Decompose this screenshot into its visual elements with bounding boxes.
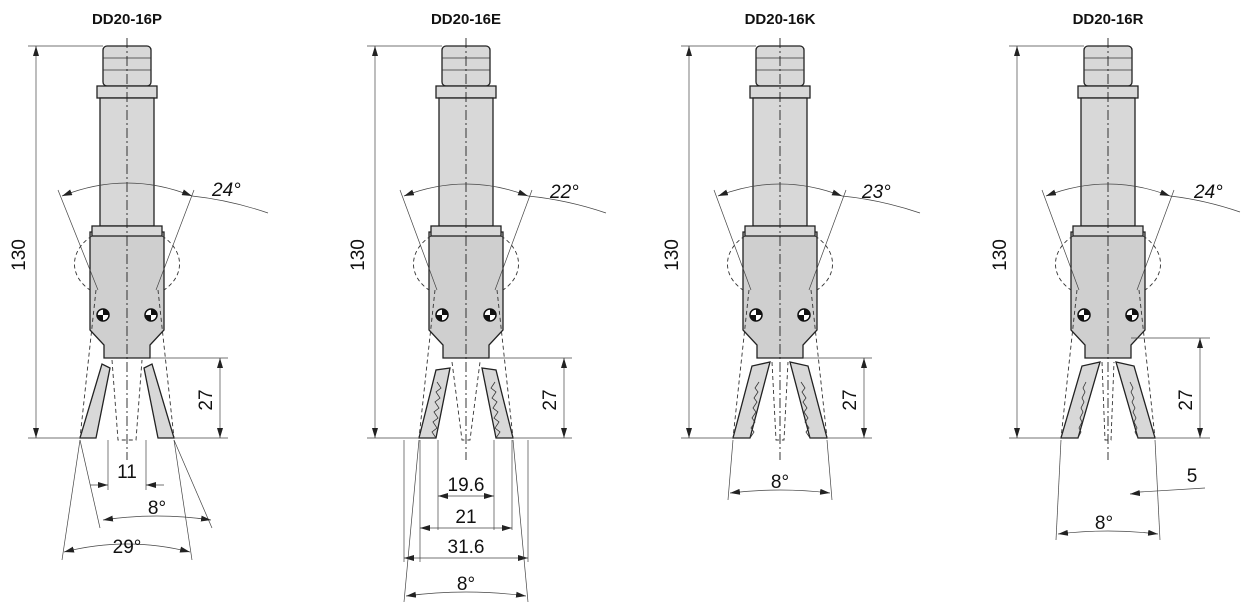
dimension-stroke: 27 bbox=[1131, 337, 1210, 439]
dimension-length: 130 bbox=[9, 45, 103, 439]
gripper-title: DD20-16P bbox=[92, 11, 162, 28]
svg-text:130: 130 bbox=[348, 239, 369, 271]
svg-text:27: 27 bbox=[540, 389, 561, 410]
svg-text:8°: 8° bbox=[1095, 513, 1113, 534]
dimension-stroke: 27 bbox=[150, 357, 228, 439]
gripper-dd20-16r: DD20-16R bbox=[990, 11, 1241, 541]
svg-text:29°: 29° bbox=[113, 537, 142, 558]
gripper-dd20-16e: DD20-16E bbox=[348, 11, 607, 603]
svg-text:21: 21 bbox=[455, 507, 476, 528]
gripper-jaws bbox=[1060, 289, 1156, 441]
svg-text:19.6: 19.6 bbox=[448, 475, 485, 496]
dimension-open-angle: 24° bbox=[57, 180, 269, 291]
svg-text:27: 27 bbox=[196, 389, 217, 410]
dimension-length: 130 bbox=[990, 45, 1084, 439]
svg-text:22°: 22° bbox=[549, 182, 579, 203]
svg-text:27: 27 bbox=[840, 389, 861, 410]
svg-text:130: 130 bbox=[9, 239, 30, 271]
dimension-stroke: 27 bbox=[803, 357, 872, 439]
svg-text:24°: 24° bbox=[211, 180, 241, 201]
svg-text:23°: 23° bbox=[861, 182, 891, 203]
dimension-stroke: 27 bbox=[489, 357, 572, 439]
svg-text:27: 27 bbox=[1176, 389, 1197, 410]
svg-text:11: 11 bbox=[117, 462, 137, 483]
dimension-open-angle: 22° bbox=[399, 182, 607, 291]
gripper-dd20-16p: DD20-16P bbox=[9, 11, 269, 561]
svg-text:31.6: 31.6 bbox=[448, 537, 485, 558]
gripper-jaws bbox=[732, 289, 828, 441]
dimension-bottom: 8° bbox=[727, 439, 833, 501]
gripper-jaws bbox=[79, 289, 175, 441]
svg-text:24°: 24° bbox=[1193, 182, 1223, 203]
dimension-bottom: 11 8° 29° bbox=[61, 439, 213, 561]
gripper-jaws bbox=[418, 289, 514, 441]
svg-text:8°: 8° bbox=[771, 472, 789, 493]
dimension-open-angle: 24° bbox=[1041, 182, 1241, 291]
gripper-dd20-16k: DD20-16K bbox=[662, 11, 921, 501]
svg-text:8°: 8° bbox=[457, 574, 475, 595]
svg-text:8°: 8° bbox=[148, 498, 166, 519]
dimension-bottom: 19.6 21 31.6 8° bbox=[403, 439, 529, 603]
dimension-length: 130 bbox=[348, 45, 442, 439]
gripper-title: DD20-16K bbox=[745, 11, 816, 28]
svg-text:130: 130 bbox=[990, 239, 1011, 271]
svg-text:130: 130 bbox=[662, 239, 683, 271]
dimension-open-angle: 23° bbox=[713, 182, 921, 291]
gripper-title: DD20-16E bbox=[431, 11, 501, 28]
dimension-length: 130 bbox=[662, 45, 756, 439]
gripper-title: DD20-16R bbox=[1073, 11, 1144, 28]
dimension-bottom: 5 8° bbox=[1055, 439, 1206, 541]
svg-text:5: 5 bbox=[1187, 466, 1198, 487]
